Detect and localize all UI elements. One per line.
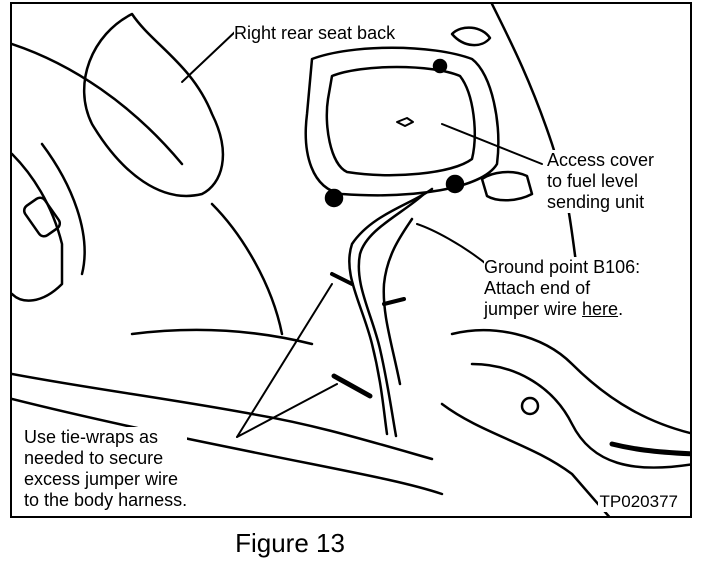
- tie-wraps-line-1: Use tie-wraps as: [24, 427, 159, 447]
- ground-point-line-2: Attach end of: [484, 278, 591, 298]
- ground-point-line-1: Ground point B106:: [484, 257, 641, 277]
- access-cover-label: Access cover to fuel level sending unit: [547, 150, 655, 213]
- figure-frame: Right rear seat back Access cover to fue…: [10, 2, 692, 518]
- access-cover-panel: [304, 46, 500, 197]
- access-cover-line-3: sending unit: [547, 192, 645, 212]
- ground-point-here: here: [582, 299, 619, 319]
- seat-slot: [22, 196, 62, 238]
- tie-wraps-label: Use tie-wraps as needed to secure excess…: [24, 427, 188, 511]
- ground-point-line-3-suffix: .: [618, 299, 624, 319]
- tie-wraps-line-4: to the body harness.: [24, 490, 188, 510]
- seat-back-shape: [82, 12, 225, 198]
- wire-harness: [348, 187, 434, 436]
- fuel-tank-access-illustration: [12, 4, 690, 516]
- ground-point-line-3: jumper wire here.: [484, 299, 640, 320]
- access-cover-line-2: to fuel level: [547, 171, 639, 191]
- tie-wraps-line-2: needed to secure: [24, 448, 164, 468]
- ground-point-line-3-prefix: jumper wire: [484, 299, 583, 319]
- seat-back-label: Right rear seat back: [234, 23, 396, 44]
- figure-caption: Figure 13: [235, 528, 345, 558]
- figure-code: TP020377: [597, 492, 680, 512]
- ground-point-label: Ground point B106: Attach end of jumper …: [484, 257, 641, 320]
- access-cover-line-1: Access cover: [547, 150, 655, 170]
- tie-wraps-line-3: excess jumper wire: [24, 469, 179, 489]
